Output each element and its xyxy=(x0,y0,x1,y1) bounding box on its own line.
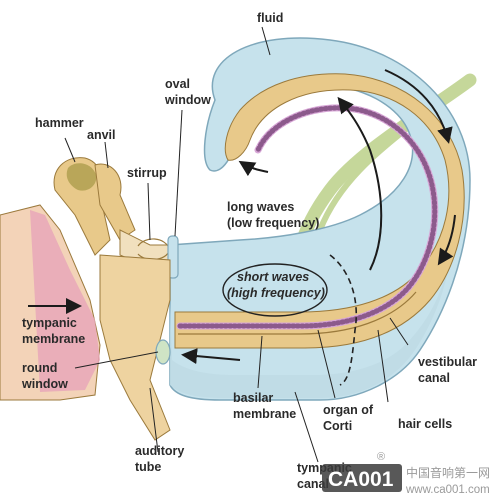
cochlear-duct xyxy=(174,73,465,349)
watermark-logo: CA001 xyxy=(328,468,394,491)
watermark-url: www.ca001.com xyxy=(405,484,490,496)
label-hammer: hammer xyxy=(35,116,84,130)
label-long-waves-2: (low frequency) xyxy=(227,216,319,230)
watermark: CA001 ® 中国音响第一网 www.ca001.com xyxy=(322,451,490,496)
fluid-arrow-right xyxy=(437,214,456,266)
label-vestibular-canal-2: canal xyxy=(418,371,450,385)
label-organ-of-corti-2: Corti xyxy=(323,419,352,433)
tympanic-canal xyxy=(170,240,452,398)
label-short-waves-2: (high frequency) xyxy=(227,286,325,300)
short-waves-oval xyxy=(222,263,328,317)
middle-ear-cavity xyxy=(99,254,171,441)
label-auditory-tube-1: auditory xyxy=(135,444,184,458)
watermark-registered: ® xyxy=(377,451,385,463)
label-vestibular-canal-1: vestibular xyxy=(418,355,477,369)
label-tympanic-membrane-2: membrane xyxy=(22,332,85,346)
fluid-arrow-inner-left xyxy=(238,160,269,177)
hair-cells-outline xyxy=(329,254,358,386)
label-short-waves-1: short waves xyxy=(237,270,309,284)
label-basilar-membrane-1: basilar xyxy=(233,391,273,405)
label-anvil: anvil xyxy=(87,128,116,142)
ear-canal-wall xyxy=(30,210,100,392)
label-long-waves-1: long waves xyxy=(227,200,294,214)
organ-of-corti-beads xyxy=(177,105,438,329)
label-fluid: fluid xyxy=(257,11,283,25)
watermark-cn-text: 中国音响第一网 xyxy=(406,465,490,480)
fluid-arrow-top xyxy=(384,69,453,144)
leader-lines xyxy=(64,26,409,463)
label-oval-window-1: oval xyxy=(165,77,190,91)
fluid-arrow-inner-up xyxy=(337,96,383,271)
basilar-membrane xyxy=(178,291,417,335)
label-round-window-1: round xyxy=(22,361,57,375)
hammer-head xyxy=(66,163,97,191)
nerve-branch xyxy=(317,115,423,233)
label-stirrup: stirrup xyxy=(127,166,167,180)
label-oval-window-2: window xyxy=(164,93,211,107)
label-basilar-membrane-2: membrane xyxy=(233,407,296,421)
label-round-window-2: window xyxy=(21,377,68,391)
fluid-arrow-bottom xyxy=(181,348,241,365)
watermark-logo-box xyxy=(322,464,402,492)
label-organ-of-corti-1: organ of xyxy=(323,403,374,417)
label-tympanic-membrane-1: tympanic xyxy=(22,316,77,330)
label-tympanic-canal-2: canal xyxy=(297,477,329,491)
round-window xyxy=(155,339,171,365)
label-hair-cells: hair cells xyxy=(398,417,452,431)
label-auditory-tube-2: tube xyxy=(135,460,161,474)
